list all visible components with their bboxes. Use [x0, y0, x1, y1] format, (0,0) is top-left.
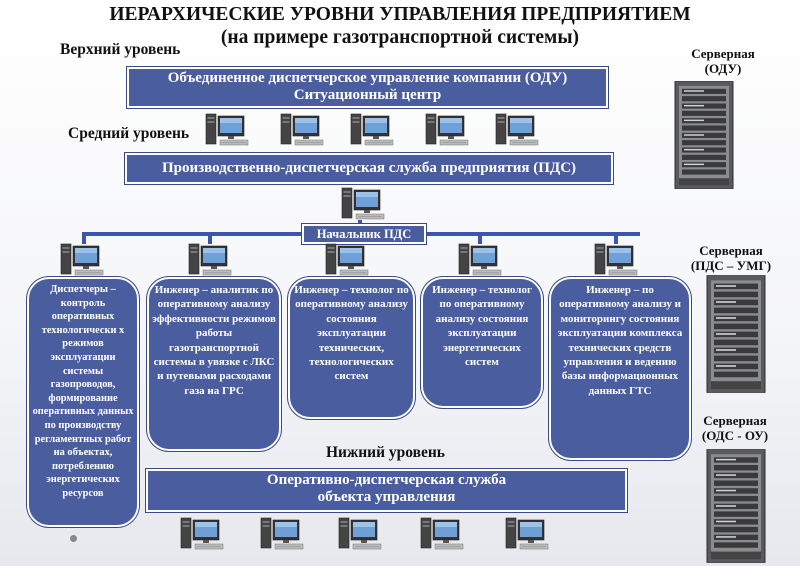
server-rack-icon	[705, 448, 767, 564]
workstation-icon	[458, 242, 504, 276]
role-box-dispatchers: Диспетчеры – контроль оперативных технол…	[27, 277, 139, 527]
workstation-icon	[205, 112, 251, 146]
workstation-icon	[338, 516, 384, 550]
workstation-icon	[180, 516, 226, 550]
workstation-icon	[594, 242, 640, 276]
diagram-title: ИЕРАРХИЧЕСКИЕ УРОВНИ УПРАВЛЕНИЯ ПРЕДПРИЯ…	[0, 3, 800, 49]
workstation-icon	[260, 516, 306, 550]
connector-line	[208, 232, 212, 244]
bottom-level-label: Нижний уровень	[326, 444, 446, 461]
workstation-icon	[420, 516, 466, 550]
server-label-odu: Серверная (ОДУ)	[660, 46, 786, 76]
title-line-1: ИЕРАРХИЧЕСКИЕ УРОВНИ УПРАВЛЕНИЯ ПРЕДПРИЯ…	[109, 4, 691, 25]
workstation-icon	[350, 112, 396, 146]
workstation-icon	[495, 112, 541, 146]
server-label-pds-umg: Серверная (ПДС – УМГ)	[668, 243, 794, 273]
odu-line-2: Ситуационный центр	[293, 87, 442, 103]
connector-line	[614, 232, 618, 244]
pds-head-label: Начальник ПДС	[302, 224, 426, 244]
workstation-icon	[188, 242, 234, 276]
workstation-icon	[425, 112, 471, 146]
pds-block: Производственно-диспетчерская служба пре…	[125, 153, 613, 184]
server-rack-icon	[673, 80, 735, 190]
connector-line	[82, 232, 86, 244]
ods-line-1: Оперативно-диспетчерская служба	[266, 472, 507, 488]
role-box-energy-engineer: Инженер – технолог по оперативному анали…	[421, 277, 543, 408]
odu-line-1: Объединенное диспетчерское управление ко…	[167, 70, 568, 86]
workstation-icon	[341, 186, 387, 220]
server-rack-icon	[705, 274, 767, 394]
bullet-dot	[70, 535, 77, 542]
role-box-analyst: Инженер – аналитик по оперативному анали…	[147, 277, 281, 451]
ods-block: Оперативно-диспетчерская служба объекта …	[146, 469, 627, 512]
workstation-icon	[280, 112, 326, 146]
workstation-icon	[325, 242, 371, 276]
odu-block: Объединенное диспетчерское управление ко…	[127, 67, 608, 108]
server-label-line: Серверная	[703, 413, 767, 428]
connector-line	[478, 232, 482, 244]
workstation-icon	[505, 516, 551, 550]
middle-level-label: Средний уровень	[68, 125, 190, 142]
top-level-label: Верхний уровень	[60, 41, 181, 58]
title-line-2: (на примере газотранспортной системы)	[220, 27, 580, 48]
role-box-monitoring-engineer: Инженер – по оперативному анализу и мони…	[549, 277, 691, 460]
server-label-line: Серверная	[699, 243, 763, 258]
server-label-line: (ОДС - ОУ)	[701, 428, 769, 443]
server-label-line: (ПДС – УМГ)	[690, 258, 772, 273]
server-label-line: (ОДУ)	[704, 61, 742, 76]
server-label-ods-ou: Серверная (ОДС - ОУ)	[672, 413, 798, 443]
workstation-icon	[60, 242, 106, 276]
server-label-line: Серверная	[691, 46, 755, 61]
ods-line-2: объекта управления	[317, 489, 456, 505]
role-box-tech-engineer: Инженер – технолог по оперативному анали…	[288, 277, 415, 419]
